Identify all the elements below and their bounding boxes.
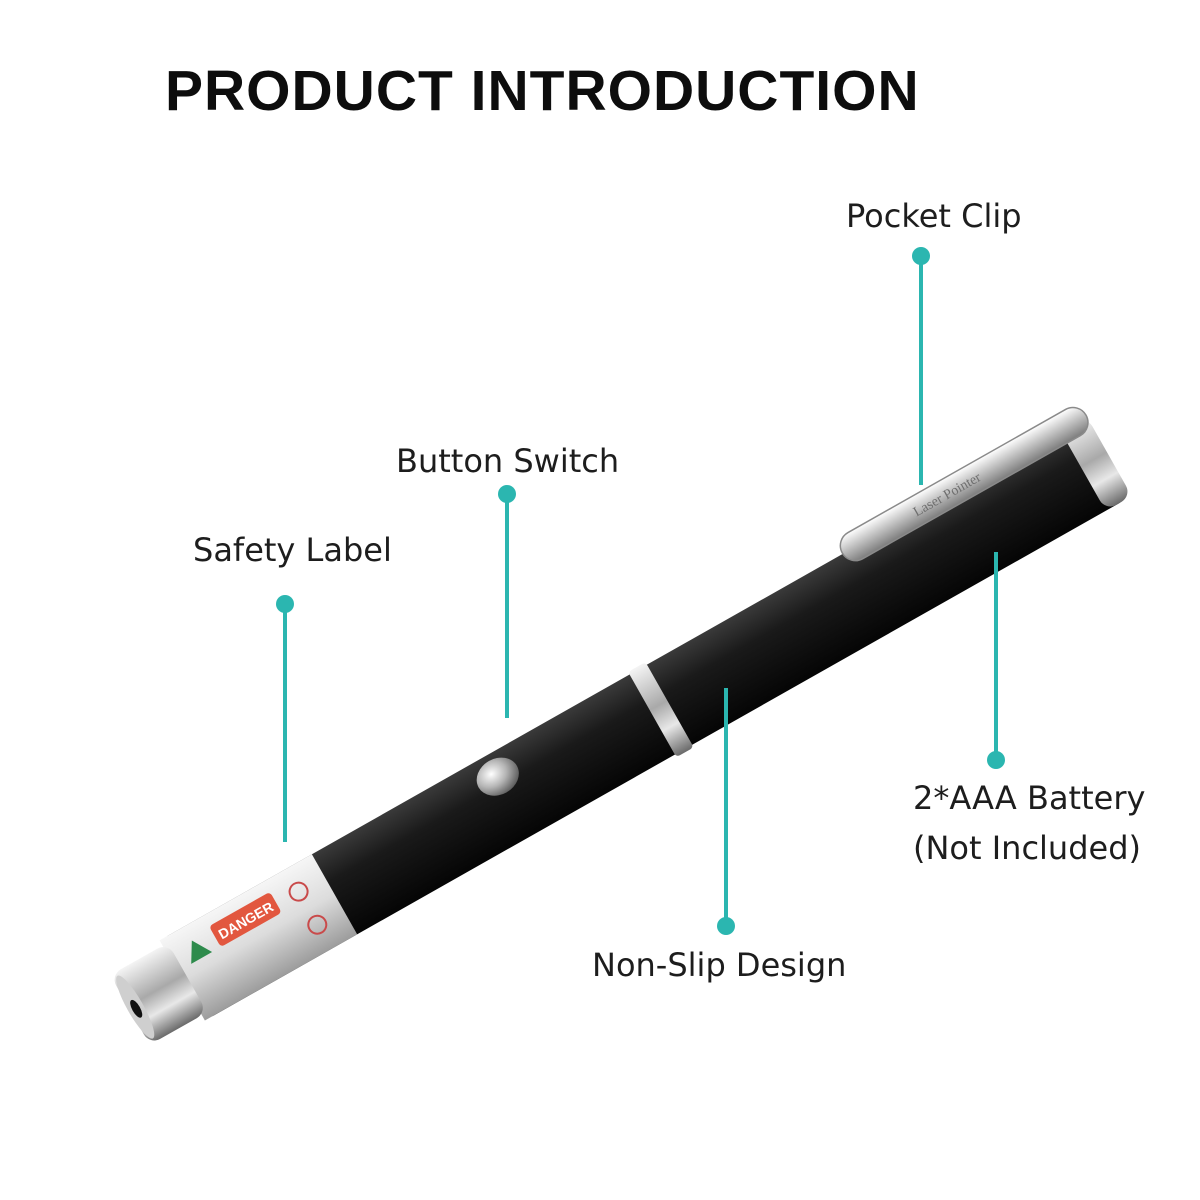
end-cap bbox=[1064, 420, 1128, 507]
pocket-clip-dot bbox=[912, 247, 930, 265]
battery-label: 2*AAA Battery (Not Included) bbox=[913, 773, 1145, 873]
middle-ring bbox=[629, 663, 693, 756]
battery-label-line2: (Not Included) bbox=[913, 829, 1141, 867]
laser-pointer: DANGER Laser Pointer bbox=[114, 406, 1128, 1041]
laser-aperture bbox=[130, 999, 143, 1018]
danger-sticker bbox=[210, 893, 281, 946]
pocket-clip-label: Pocket Clip bbox=[846, 197, 1022, 235]
button-switch bbox=[476, 757, 519, 796]
safety-label-dot bbox=[276, 595, 294, 613]
warning-symbol-icon bbox=[307, 914, 328, 935]
pocket-clip bbox=[839, 406, 1089, 562]
callout-markers bbox=[276, 247, 1005, 935]
non-slip-dot bbox=[717, 917, 735, 935]
caution-triangle-icon bbox=[191, 940, 213, 964]
pen-body bbox=[163, 422, 1124, 1017]
safety-label-sleeve bbox=[159, 854, 358, 1021]
warning-symbol-icon bbox=[288, 881, 309, 902]
button-switch-dot bbox=[498, 485, 516, 503]
page-title: PRODUCT INTRODUCTION bbox=[165, 59, 920, 123]
button-switch-label: Button Switch bbox=[396, 442, 620, 480]
safety-label-label: Safety Label bbox=[193, 531, 392, 569]
non-slip-design-label: Non-Slip Design bbox=[592, 946, 847, 984]
battery-dot bbox=[987, 751, 1005, 769]
battery-label-line1: 2*AAA Battery bbox=[913, 779, 1146, 817]
